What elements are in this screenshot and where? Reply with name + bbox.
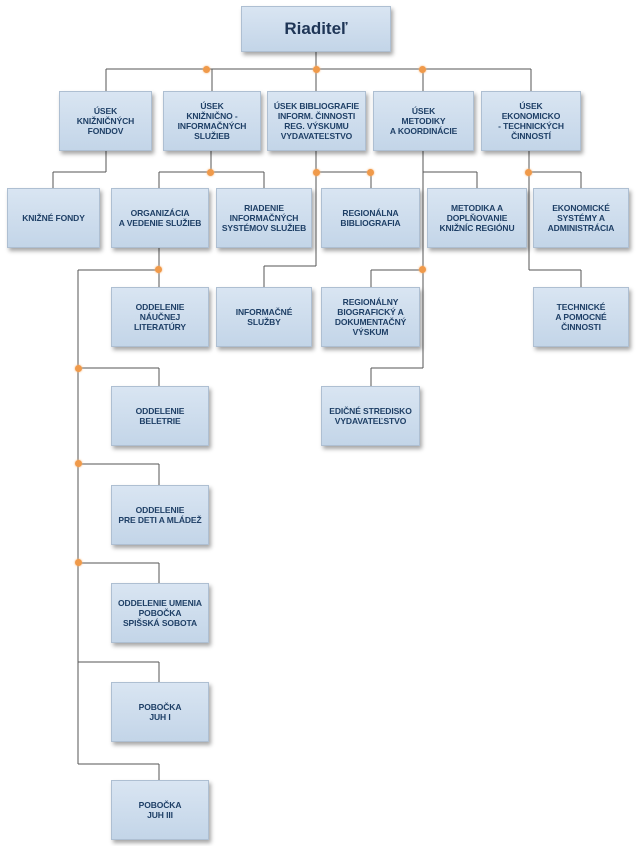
node-usek-kniznicno-informacnych-sluzieb[interactable]: ÚSEK KNIŽNIČNO - INFORMAČNÝCH SLUŽIEB [163,91,261,151]
node-informacne-sluzby[interactable]: INFORMAČNÉ SLUŽBY [216,287,312,347]
node-label: REGIONÁLNY BIOGRAFICKÝ A DOKUMENTAČNÝ VÝ… [334,297,407,337]
node-label: EKONOMICKÉ SYSTÉMY A ADMINISTRÁCIA [547,203,615,233]
junction-dot [419,66,426,73]
junction-dot [367,169,374,176]
node-label: ÚSEK KNIŽNIČNO - INFORMAČNÝCH SLUŽIEB [177,101,247,141]
node-pobocka-juh-1[interactable]: POBOČKA JUH I [111,682,209,742]
junction-dot [313,66,320,73]
node-label: KNIŽNÉ FONDY [22,213,85,223]
node-usek-metodiky[interactable]: ÚSEK METODIKY A KOORDINÁCIE [373,91,474,151]
node-organizacia-a-vedenie-sluzieb[interactable]: ORGANIZÁCIA A VEDENIE SLUŽIEB [111,188,209,248]
node-label: ORGANIZÁCIA A VEDENIE SLUŽIEB [118,208,202,228]
node-knizne-fondy[interactable]: KNIŽNÉ FONDY [7,188,100,248]
node-label: ODDELENIE NÁUČNEJ LITERATÚRY [134,302,186,332]
node-usek-bibliografie[interactable]: ÚSEK BIBLIOGRAFIE INFORM. ČINNOSTI REG. … [267,91,366,151]
node-oddelenie-beletrie[interactable]: ODDELENIE BELETRIE [111,386,209,446]
node-label: ODDELENIE PRE DETI A MLÁDEŽ [118,505,202,525]
node-label: ÚSEK EKONOMICKO - TECHNICKÝCH ČINNOSTÍ [498,101,564,141]
node-label: INFORMAČNÉ SLUŽBY [235,307,293,327]
node-oddelenie-naucnej-literatury[interactable]: ODDELENIE NÁUČNEJ LITERATÚRY [111,287,209,347]
node-pobocka-juh-3[interactable]: POBOČKA JUH III [111,780,209,840]
node-oddelenie-pre-deti-a-mladez[interactable]: ODDELENIE PRE DETI A MLÁDEŽ [111,485,209,545]
node-label: POBOČKA JUH I [138,702,182,722]
node-label: ÚSEK BIBLIOGRAFIE INFORM. ČINNOSTI REG. … [273,101,360,141]
node-label: POBOČKA JUH III [138,800,182,820]
node-usek-kniznicnych-fondov[interactable]: ÚSEK KNIŽNIČNÝCH FONDOV [59,91,152,151]
node-label: ODDELENIE UMENIA POBOČKA SPIŠSKÁ SOBOTA [118,598,202,628]
junction-dot [75,460,82,467]
junction-dot [313,169,320,176]
junction-dot [203,66,210,73]
node-edicne-stredisko[interactable]: EDIČNÉ STREDISKO VYDAVATEĽSTVO [321,386,420,446]
junction-dot [155,266,162,273]
node-riaditel[interactable]: Riaditeľ [241,6,391,52]
node-label: METODIKA A DOPLŇOVANIE KNIŽNÍC REGIÓNU [439,203,515,233]
node-regionalny-vyskum[interactable]: REGIONÁLNY BIOGRAFICKÝ A DOKUMENTAČNÝ VÝ… [321,287,420,347]
node-regionalna-bibliografia[interactable]: REGIONÁLNA BIBLIOGRAFIA [321,188,420,248]
junction-dot [75,559,82,566]
node-metodika-a-doplnovanie[interactable]: METODIKA A DOPLŇOVANIE KNIŽNÍC REGIÓNU [427,188,527,248]
node-label: ODDELENIE BELETRIE [135,406,185,426]
junction-dot [207,169,214,176]
node-label: RIADENIE INFORMAČNÝCH SYSTÉMOV SLUŽIEB [221,203,307,233]
node-label: ÚSEK METODIKY A KOORDINÁCIE [389,106,458,136]
junction-dot [75,365,82,372]
junction-dot [525,169,532,176]
node-label: TECHNICKÉ A POMOCNÉ ČINNOSTI [555,302,607,332]
node-technicke-a-pomocne-cinnosti[interactable]: TECHNICKÉ A POMOCNÉ ČINNOSTI [533,287,629,347]
node-label: Riaditeľ [284,19,348,38]
junction-dot [419,266,426,273]
node-ekonomicke-systemy[interactable]: EKONOMICKÉ SYSTÉMY A ADMINISTRÁCIA [533,188,629,248]
node-riadenie-informacnych-systemov[interactable]: RIADENIE INFORMAČNÝCH SYSTÉMOV SLUŽIEB [216,188,312,248]
node-usek-ekonomicko-technickych[interactable]: ÚSEK EKONOMICKO - TECHNICKÝCH ČINNOSTÍ [481,91,581,151]
node-label: EDIČNÉ STREDISKO VYDAVATEĽSTVO [329,406,412,426]
node-label: ÚSEK KNIŽNIČNÝCH FONDOV [76,106,135,136]
node-oddelenie-umenia-spisska-sobota[interactable]: ODDELENIE UMENIA POBOČKA SPIŠSKÁ SOBOTA [111,583,209,643]
node-label: REGIONÁLNA BIBLIOGRAFIA [340,208,401,228]
